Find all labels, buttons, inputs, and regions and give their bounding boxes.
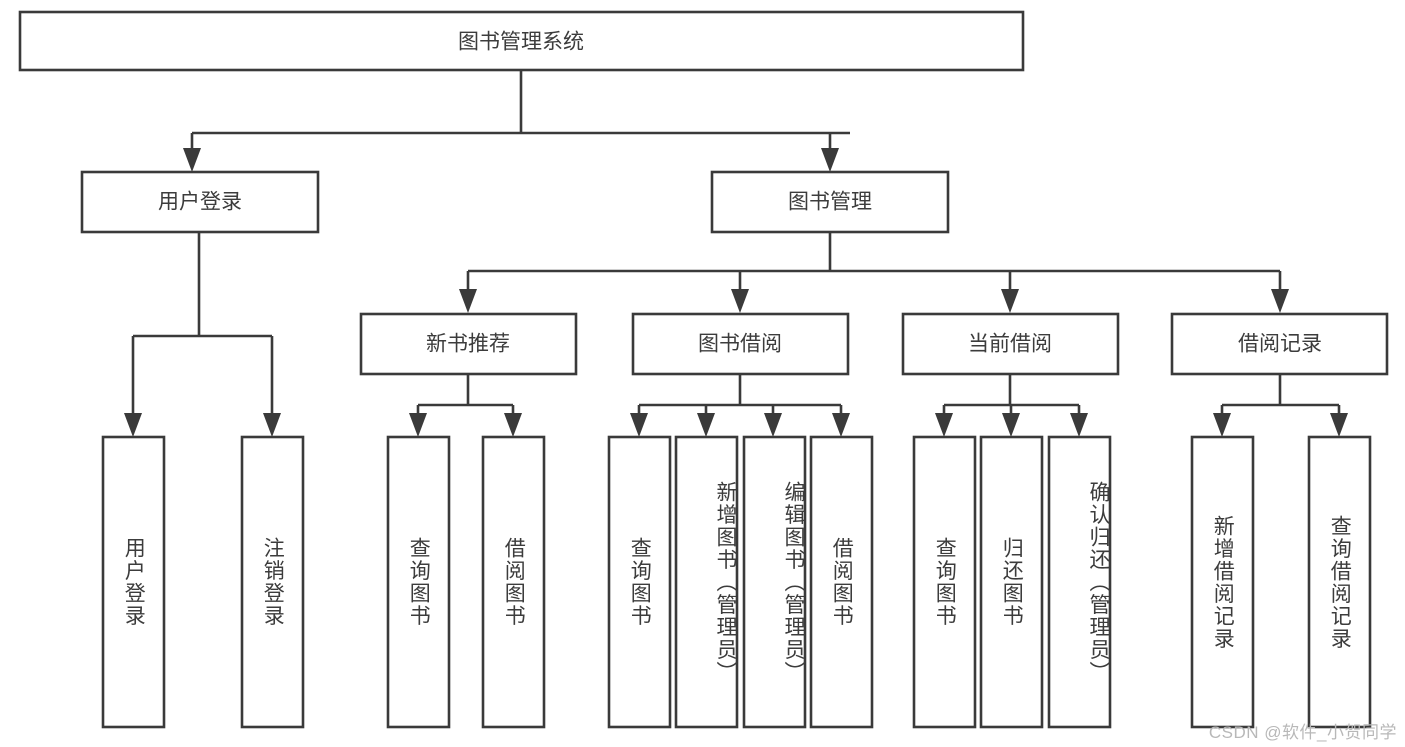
node-book-borrow-label: 图书借阅 [698,333,782,356]
leaf-boxes [101,435,1372,729]
connector-userlogin-to-leaves [124,232,281,437]
node-current-borrow-box[interactable] [901,312,1120,376]
node-root-label: 图书管理系统 [458,31,584,54]
leaf-box-logout[interactable] [240,435,305,729]
leaf-box-query-book-newbook[interactable] [386,435,451,729]
watermark: CSDN @软件_小贺同学 [1208,723,1397,742]
node-borrow-record-box[interactable] [1170,312,1389,376]
leaf-box-borrow-book[interactable] [809,435,874,729]
leaf-box-borrow-book-newbook[interactable] [481,435,546,729]
node-new-book-recommend[interactable]: 新书推荐 [359,312,578,376]
connector-currentborrow-to-leaves [935,375,1088,437]
node-current-borrow[interactable]: 当前借阅 [901,312,1120,376]
leaf-box-query-book-current[interactable] [912,435,977,729]
node-new-book-recommend-box[interactable] [359,312,578,376]
leaf-box-edit-book-admin[interactable] [742,435,807,729]
leaf-box-query-borrow-record[interactable] [1307,435,1372,729]
node-user-login-box[interactable] [80,170,320,234]
node-book-management-label: 图书管理 [788,191,872,214]
connector-root-to-level2 [183,70,850,172]
connector-newbook-to-leaves [409,375,522,437]
node-book-borrow[interactable]: 图书借阅 [631,312,850,376]
node-new-book-recommend-label: 新书推荐 [426,333,510,356]
node-current-borrow-label: 当前借阅 [968,333,1052,356]
node-book-borrow-box[interactable] [631,312,850,376]
node-book-management[interactable]: 图书管理 [710,170,950,234]
connector-borrowrecord-to-leaves [1213,375,1348,437]
leaf-box-return-book[interactable] [979,435,1044,729]
node-user-login-label: 用户登录 [158,191,242,214]
node-root-box[interactable] [18,10,1025,72]
leaf-box-add-book-admin[interactable] [674,435,739,729]
node-root-book-management-system[interactable]: 图书管理系统 [18,10,1025,72]
node-borrow-record[interactable]: 借阅记录 [1170,312,1389,376]
connector-bookmgmt-to-level3 [459,232,1289,313]
leaf-box-confirm-return-admin[interactable] [1047,435,1112,729]
leaf-box-query-book-borrow[interactable] [607,435,672,729]
connector-bookborrow-to-leaves [630,375,850,437]
leaf-box-user-login[interactable] [101,435,166,729]
leaf-box-add-borrow-record[interactable] [1190,435,1255,729]
node-book-management-box[interactable] [710,170,950,234]
node-borrow-record-label: 借阅记录 [1238,333,1322,356]
node-user-login[interactable]: 用户登录 [80,170,320,234]
